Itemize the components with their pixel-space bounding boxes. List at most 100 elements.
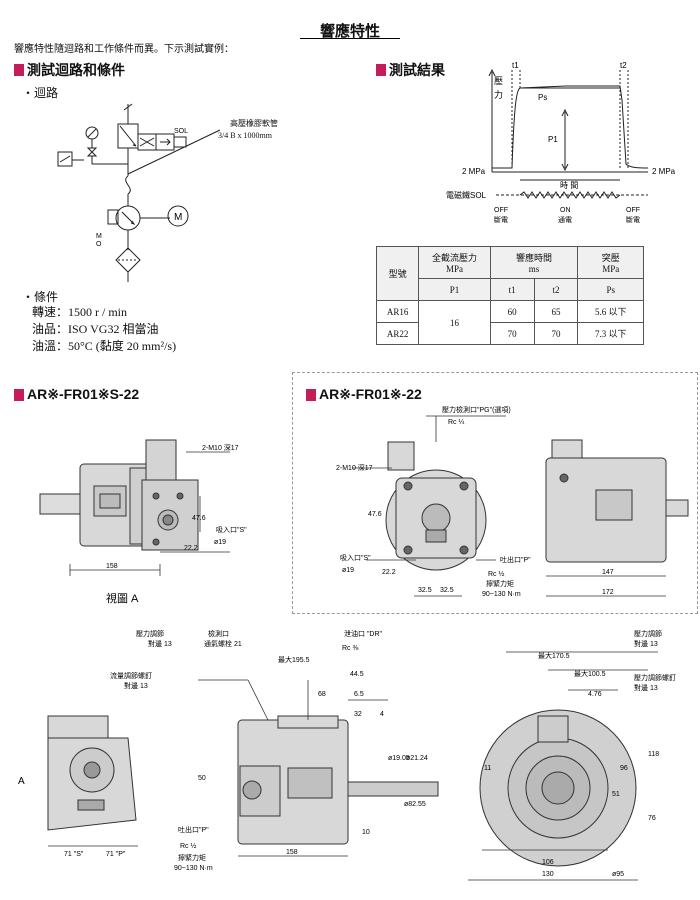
y-label-2: 力 <box>494 89 503 100</box>
sol-graph-label: 電磁鐵SOL <box>446 190 487 200</box>
y-label-1: 壓 <box>494 76 503 86</box>
pump-views-bottom: 壓力調節 對邊 13 檢測口 通氣螺栓 21 泄油口 "DR" Rc ⅜ 最大1… <box>18 629 676 881</box>
dim-65: 6.5 <box>354 691 364 698</box>
dim-476: 47.6 <box>192 515 206 522</box>
torque-right: 擰緊力矩 <box>486 579 514 588</box>
dim-4: 4 <box>380 711 384 718</box>
max-1005: 最大100.5 <box>574 669 606 678</box>
th-time-unit: ms <box>528 264 540 274</box>
cell-p1: 16 <box>418 300 491 345</box>
th-surge: 突壓 MPa <box>577 246 644 279</box>
inlet-label-right: 吸入口"S" <box>340 554 371 562</box>
max-1705: 最大170.5 <box>538 651 570 660</box>
dim-172: 172 <box>602 589 614 596</box>
flow-adj2-label: 壓力調節螺釘 <box>634 673 676 682</box>
drain-label: 泄油口 "DR" <box>344 629 383 638</box>
condition-speed: 轉速：1500 r / min <box>32 305 127 319</box>
section-marker <box>306 388 316 401</box>
torque-val-right: 90~130 N·m <box>482 591 521 598</box>
max-len: 最大195.5 <box>278 655 310 664</box>
title-underline <box>300 38 400 39</box>
dim-32: 32 <box>354 711 362 718</box>
drawing-right-heading: AR※-FR01※-22 <box>306 386 422 403</box>
condition-oil: 油品：ISO VG32 相當油 <box>32 322 159 336</box>
response-graph: 壓 力 t1 t2 Ps P1 2 MPa 2 MPa 時 間 電磁鐵SOL O… <box>446 61 676 224</box>
dim-118: 118 <box>648 751 659 758</box>
svg-text:O: O <box>96 241 102 248</box>
dim-158-bottom: 158 <box>286 849 298 856</box>
test-result-heading-text: 測試結果 <box>389 64 445 79</box>
right-pressure: 2 MPa <box>652 167 676 176</box>
flow-adj-label: 流量調節螺釘 <box>110 671 152 680</box>
cell-model: AR22 <box>375 322 420 345</box>
drawing-left-heading-text: AR※-FR01※S-22 <box>27 386 140 402</box>
inlet-label: 吸入口"S" <box>216 526 247 534</box>
table-row: AR16 16 60 65 5.6 以下 <box>375 300 644 345</box>
cell-ps: 5.6 以下 <box>577 300 644 323</box>
th-p1: P1 <box>418 278 491 301</box>
dim-95: ø95 <box>612 871 624 878</box>
dim-50: 50 <box>198 775 206 782</box>
flow-hex: 對邊 13 <box>124 681 148 690</box>
flow-hex2: 對邊 13 <box>634 683 658 692</box>
hose-label: 高壓橡膠軟管 <box>230 119 278 128</box>
ps-label: Ps <box>538 93 547 102</box>
dim-shaft2: ø21.24 <box>406 755 428 762</box>
page-title: 響應特性 <box>319 24 380 40</box>
bolt-label: 2-M10 深17 <box>202 443 239 452</box>
conditions-list: 轉速：1500 r / min 油品：ISO VG32 相當油 油溫：50°C … <box>32 304 176 355</box>
dim-325b: 32.5 <box>440 587 454 594</box>
dim-shaft3: ø82.55 <box>404 801 426 808</box>
dim-325a: 32.5 <box>418 587 432 594</box>
section-marker <box>14 388 24 401</box>
svg-text:M: M <box>96 233 102 240</box>
inlet-dia-right: ø19 <box>342 567 354 574</box>
conditions-label: ・條件 <box>22 290 59 304</box>
pressure-hex2: 對邊 13 <box>634 639 658 648</box>
test-result-heading: 測試結果 <box>376 60 445 80</box>
dim-222: 22.2 <box>184 545 198 552</box>
dim-68: 68 <box>318 691 326 698</box>
dim-147: 147 <box>602 569 614 576</box>
circuit-label: ・迴路 <box>22 86 59 100</box>
torque-val-bottom: 90~130 N·m <box>174 865 213 872</box>
th-time: 響應時間 ms <box>489 246 579 279</box>
dim-10: 10 <box>362 829 370 836</box>
state-on-zh: 通電 <box>558 215 572 224</box>
torque-bottom: 擰緊力矩 <box>178 853 206 862</box>
condition-temp: 油溫：50°C (黏度 20 mm²/s) <box>32 339 177 353</box>
th-model: 型號 <box>375 246 420 301</box>
p1-label: P1 <box>548 135 558 144</box>
bolt-label-right: 2-M10 深17 <box>336 463 373 472</box>
dim-476-bottom: 4.76 <box>588 691 602 698</box>
sol-label: SOL <box>174 128 188 135</box>
state-off-2-zh: 斷電 <box>626 215 640 224</box>
th-flow-label: 全截流壓力 <box>432 253 478 263</box>
dim-158: 158 <box>106 563 118 570</box>
dim-71p: 71 "P" <box>106 851 126 858</box>
t2-label: t2 <box>620 61 627 70</box>
dim-445: 44.5 <box>350 671 364 678</box>
inlet-dia: ø19 <box>214 539 226 546</box>
section-marker <box>14 64 24 76</box>
cell-ps: 7.3 以下 <box>577 322 644 345</box>
motor-label: M <box>174 212 182 223</box>
drawing-right-heading-text: AR※-FR01※-22 <box>319 386 422 402</box>
dim-222-right: 22.2 <box>382 569 396 576</box>
drain-rc: Rc ⅜ <box>342 645 359 652</box>
th-surge-unit: MPa <box>602 264 620 274</box>
gauge-spec: 通氣螺栓 21 <box>204 639 242 648</box>
outlet-rc-right: Rc ½ <box>488 570 505 578</box>
arrow-a: A <box>18 776 25 787</box>
time-label: 時 間 <box>560 181 578 190</box>
dim-130: 130 <box>542 871 554 878</box>
dim-51: 51 <box>612 791 620 798</box>
cell-t1: 70 <box>489 322 535 345</box>
cell-t2: 70 <box>533 322 579 345</box>
cell-t1: 60 <box>489 300 535 323</box>
cell-t2: 65 <box>533 300 579 323</box>
table-row: AR22 70 70 7.3 以下 <box>375 322 644 345</box>
view-a-label: 視圖 A <box>106 591 139 605</box>
dashed-frame <box>292 372 698 614</box>
test-circuit-heading-text: 測試迴路和條件 <box>27 64 125 79</box>
